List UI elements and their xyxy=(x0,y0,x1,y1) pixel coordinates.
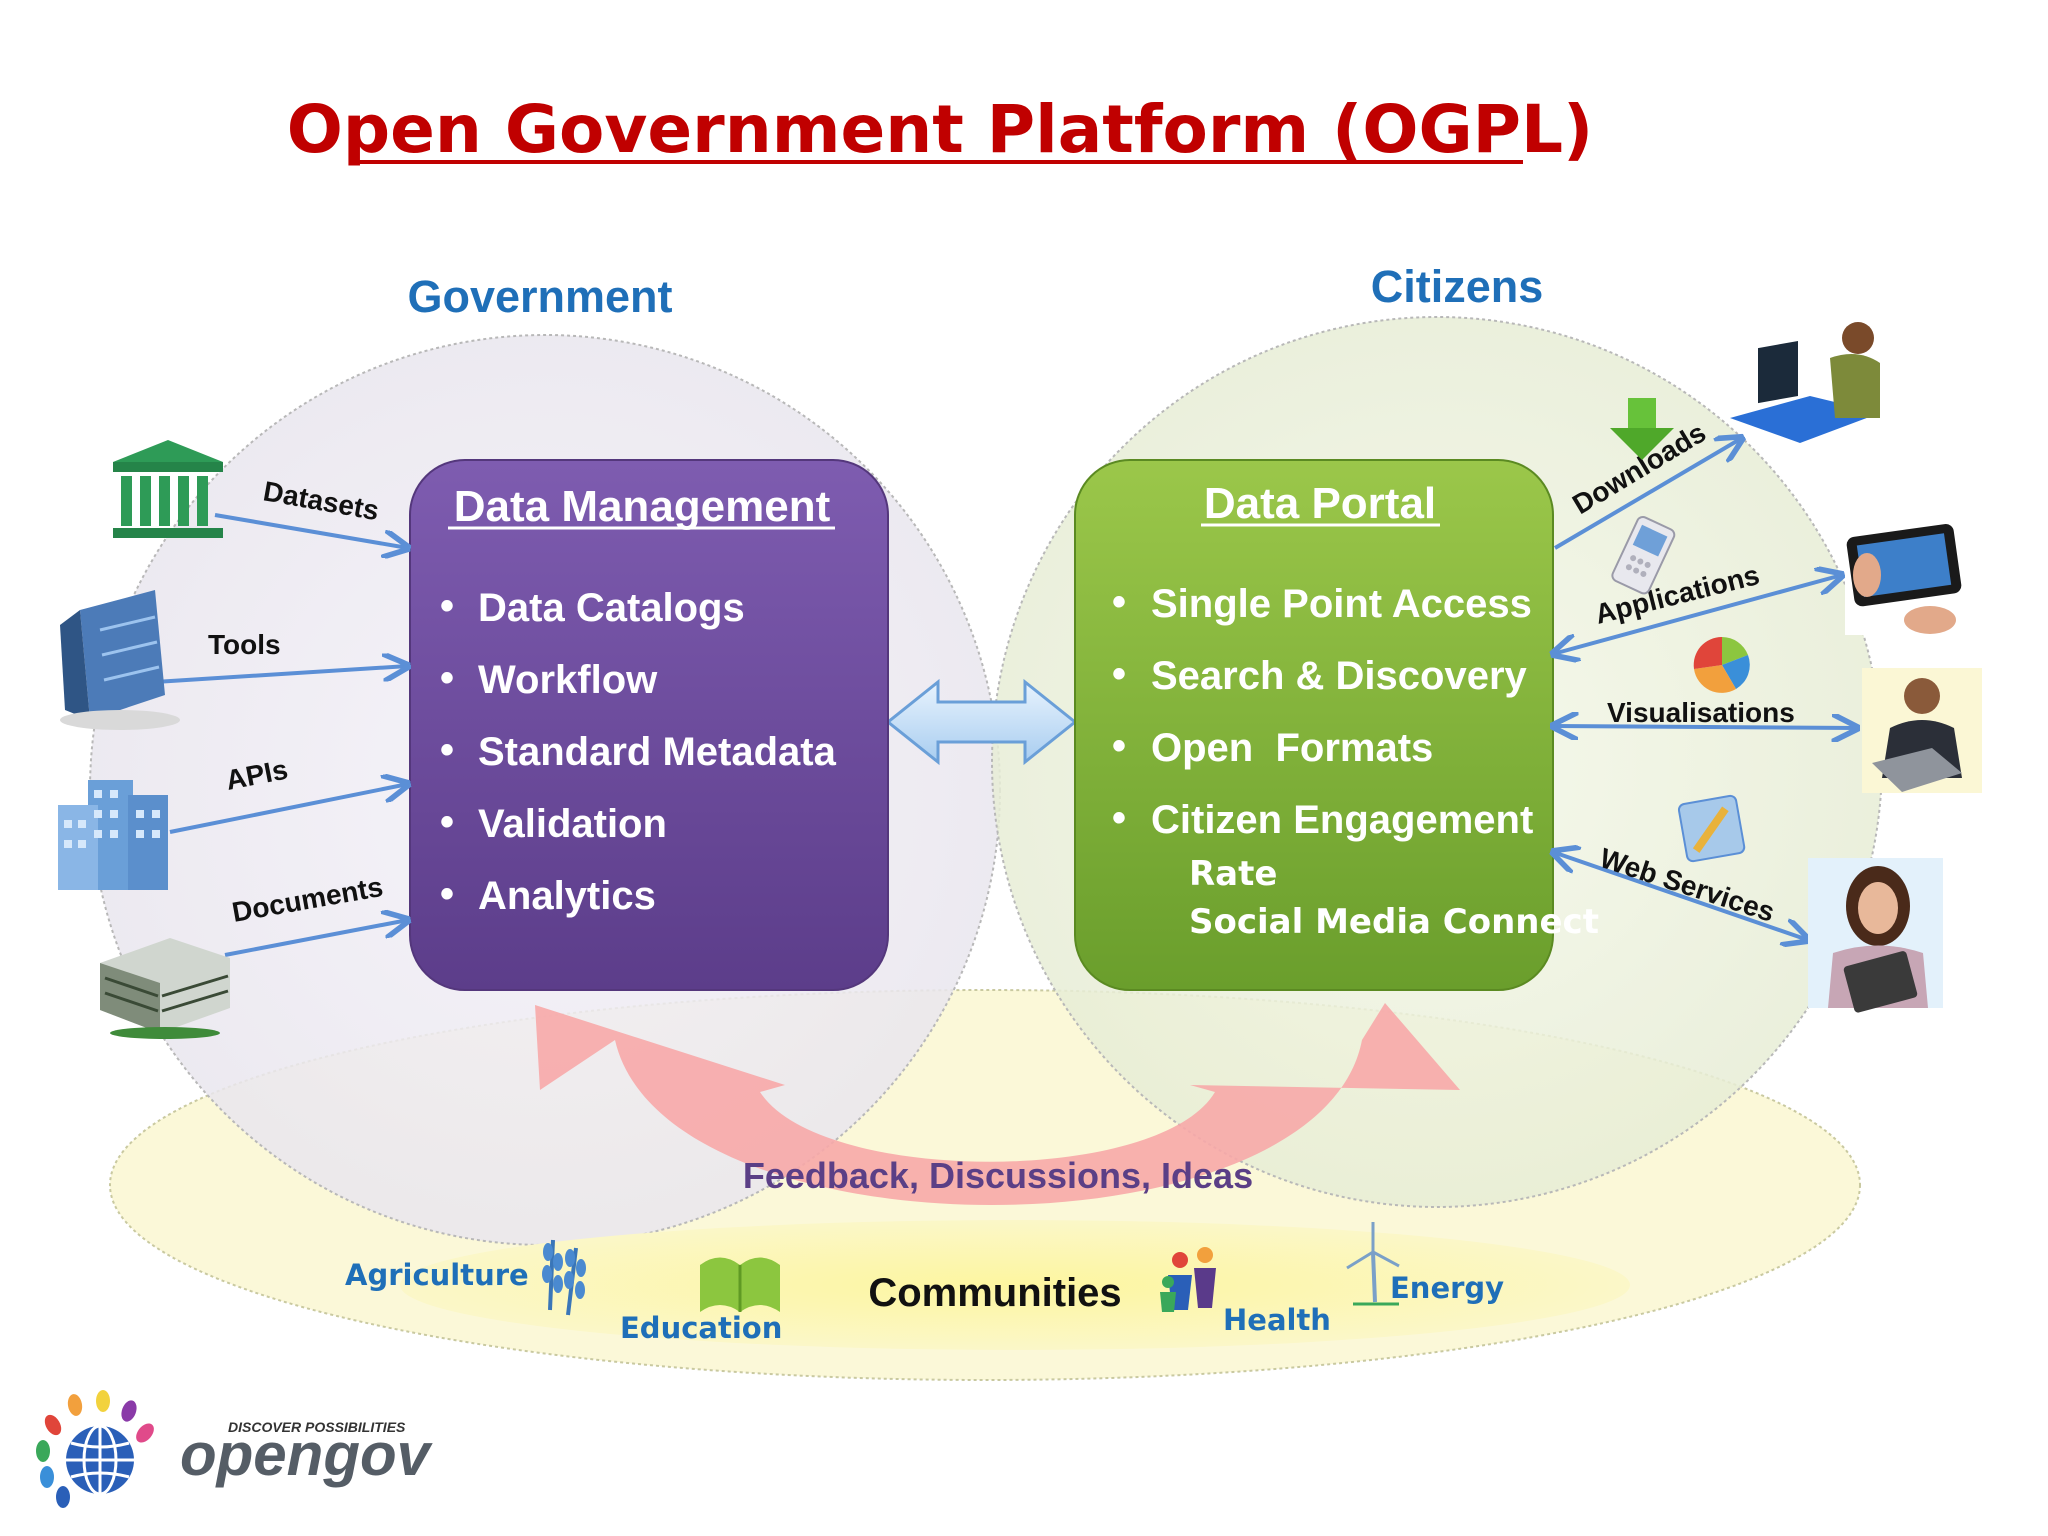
apis-arrow xyxy=(169,784,408,834)
data-portal-box: Data Portal • Single Point Access • Sear… xyxy=(1074,459,1599,991)
data-portal-item: Citizen Engagement xyxy=(1151,798,1533,842)
opengov-logo: DISCOVER POSSIBILITIES opengov xyxy=(36,1390,434,1508)
feedback-label: Feedback, Discussions, Ideas xyxy=(743,1155,1253,1196)
download-icon xyxy=(1610,398,1674,460)
communities-title: Communities xyxy=(868,1271,1121,1315)
community-label-education: Education xyxy=(620,1311,782,1345)
tools-arrow xyxy=(154,666,408,684)
bullet-dot: • xyxy=(1112,580,1126,624)
community-label-health: Health xyxy=(1223,1303,1331,1337)
book-icon xyxy=(700,1257,780,1312)
feedback-arrow xyxy=(535,1003,1460,1205)
data-management-item: Data Catalogs xyxy=(478,586,745,630)
data-portal-list: • Single Point Access • Search & Discove… xyxy=(1112,580,1599,942)
web-service-icon xyxy=(1677,794,1746,863)
datasets-arrow xyxy=(214,513,408,548)
bullet-dot: • xyxy=(440,800,454,844)
wind-turbine-icon xyxy=(1346,1222,1400,1306)
people-icon xyxy=(1160,1247,1216,1312)
globe-icon xyxy=(36,1390,154,1508)
applications-arrow xyxy=(1553,575,1842,654)
laptop-businessman-icon xyxy=(1862,668,1982,793)
data-management-item: Workflow xyxy=(478,658,658,702)
pie-chart-icon xyxy=(1693,636,1750,693)
bank-building-icon xyxy=(113,440,223,538)
laptop-user-icon xyxy=(1730,322,1880,443)
mobile-phone-icon xyxy=(1611,515,1676,595)
communities-band xyxy=(400,1220,1630,1350)
bullet-dot: • xyxy=(440,584,454,628)
government-heading: Government xyxy=(407,271,672,322)
visualisations-arrow xyxy=(1553,726,1857,728)
city-buildings-icon xyxy=(58,780,168,890)
community-label-energy: Energy xyxy=(1390,1271,1504,1305)
data-management-box: Data Management • Data Catalogs • Workfl… xyxy=(409,459,889,991)
documents-arrow xyxy=(224,920,408,957)
bullet-dot: • xyxy=(1112,724,1126,768)
bullet-dot: • xyxy=(440,728,454,772)
data-management-list: • Data Catalogs • Workflow • Standard Me… xyxy=(440,584,837,918)
logo-tagline: DISCOVER POSSIBILITIES xyxy=(228,1419,406,1435)
web-services-arrow xyxy=(1553,852,1808,940)
data-portal-item: Single Point Access xyxy=(1151,582,1532,626)
citizens-heading: Citizens xyxy=(1371,261,1544,312)
office-complex-icon xyxy=(100,938,230,1039)
data-portal-subitem: Social Media Connect xyxy=(1189,902,1599,942)
data-portal-item: Open Formats xyxy=(1151,726,1433,770)
bullet-dot: • xyxy=(440,872,454,916)
tablet-hands-icon xyxy=(1845,515,1965,635)
community-label-agriculture: Agriculture xyxy=(345,1258,529,1292)
data-management-title: Data Management xyxy=(454,482,831,531)
tablet-woman-icon xyxy=(1808,858,1943,1013)
data-management-item: Validation xyxy=(478,802,667,846)
wheat-icon xyxy=(542,1239,586,1316)
data-portal-item: Search & Discovery xyxy=(1151,654,1528,698)
office-tower-icon xyxy=(60,590,180,730)
data-management-item: Standard Metadata xyxy=(478,730,837,774)
bullet-dot: • xyxy=(440,656,454,700)
data-portal-subitem: Rate xyxy=(1189,854,1277,894)
data-management-item: Analytics xyxy=(478,874,656,918)
bullet-dot: • xyxy=(1112,796,1126,840)
page-title: Open Government Platform (OGPL) xyxy=(287,91,1593,168)
input-label-tools: Tools xyxy=(208,629,281,660)
data-portal-title: Data Portal xyxy=(1204,479,1436,528)
downloads-arrow xyxy=(1553,438,1742,550)
logo-brand: opengov xyxy=(180,1421,434,1488)
output-label-visualisations: Visualisations xyxy=(1607,697,1795,728)
bullet-dot: • xyxy=(1112,652,1126,696)
